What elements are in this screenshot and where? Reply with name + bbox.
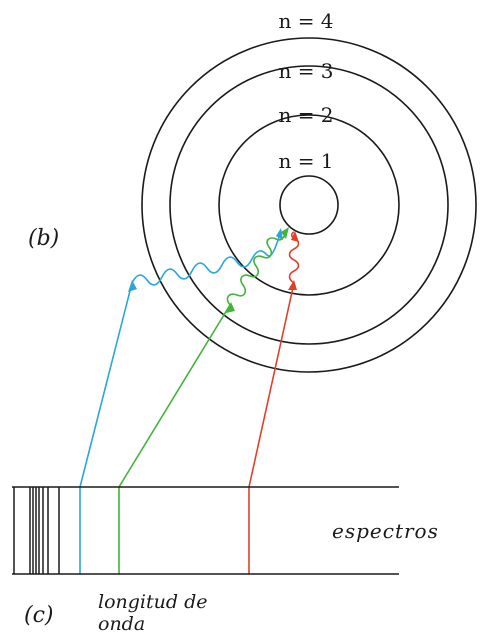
transition-blue <box>79 228 283 574</box>
orbits <box>141 37 477 373</box>
orbit-label-n1: n = 1 <box>278 149 333 173</box>
green-arrowhead-lower <box>226 302 235 313</box>
blue-arrowhead-lower <box>128 280 137 292</box>
red-arrowhead <box>291 231 299 242</box>
label-part-c: (c) <box>24 603 54 628</box>
orbit-n2 <box>218 114 400 296</box>
transition-green <box>118 227 289 574</box>
blue-emission-line <box>79 282 133 574</box>
label-part-b: (b) <box>28 226 59 251</box>
orbit-n4 <box>141 37 477 373</box>
label-longitud-de: longitud de <box>98 591 207 613</box>
blue-photon-wave <box>131 233 281 286</box>
green-photon-wave <box>226 230 287 306</box>
green-arrowhead <box>281 227 289 239</box>
green-emission-line <box>118 304 231 574</box>
transition-red <box>248 231 300 574</box>
blue-arrowhead <box>276 228 283 240</box>
orbit-label-n4: n = 4 <box>278 9 333 33</box>
orbit-n3 <box>169 65 449 345</box>
label-onda: onda <box>98 613 145 635</box>
red-emission-line <box>248 282 295 574</box>
orbit-n1 <box>279 175 339 235</box>
red-arrowhead-lower <box>288 280 297 290</box>
spectral-series <box>13 487 60 574</box>
label-espectros: espectros <box>332 519 439 543</box>
spectrum-box <box>12 486 399 575</box>
orbit-label-n2: n = 2 <box>278 103 333 127</box>
orbit-label-n3: n = 3 <box>278 59 333 83</box>
